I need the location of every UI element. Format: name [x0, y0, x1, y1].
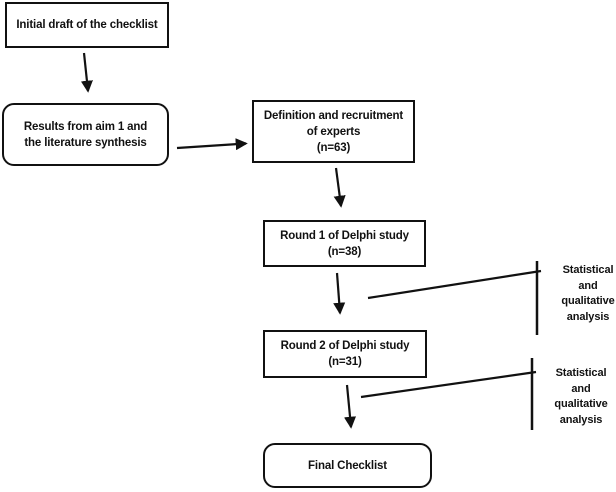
node-initial-draft: Initial draft of the checklist [5, 2, 169, 48]
node-definition-label-line2: of experts [306, 125, 361, 138]
node-round2-label: Round 2 of Delphi study [280, 340, 410, 352]
annotation-analysis-round2: Statistical and qualitative analysis [541, 366, 616, 428]
node-initial-draft-label: Initial draft of the checklist [16, 19, 158, 31]
arrow-results-to-definition [176, 138, 248, 151]
annotation-analysis-2-line4: analysis [559, 413, 603, 426]
analysis1-leader-line [367, 269, 542, 300]
node-results-label-line2: the literature synthesis [24, 136, 147, 149]
annotation-analysis-2-line3: qualitative [554, 398, 608, 410]
arrow-definition-to-round1 [333, 167, 346, 208]
node-round1-label: Round 1 of Delphi study [280, 229, 409, 242]
annotation-analysis-round1: Statistical and qualitative analysis [548, 263, 616, 325]
node-definition-experts: Definition and recruitment of experts (n… [252, 100, 415, 163]
node-results-aim1: Results from aim 1 and the literature sy… [2, 103, 169, 166]
node-round1-delphi: Round 1 of Delphi study (n=38) [263, 220, 426, 267]
arrow-round1-to-round2 [333, 272, 346, 315]
arrow-round2-to-final [344, 384, 357, 429]
node-final-checklist: Final Checklist [263, 443, 432, 488]
node-definition-count: (n=63) [316, 141, 351, 154]
annotation-analysis-2-line1: Statistical [555, 367, 607, 379]
annotation-analysis-1-line1: Statistical [562, 264, 614, 276]
node-round1-count: (n=38) [327, 245, 362, 258]
node-final-label: Final Checklist [308, 459, 387, 472]
annotation-analysis-1-line4: analysis [566, 310, 610, 323]
node-round2-delphi: Round 2 of Delphi study (n=31) [263, 330, 427, 378]
annotation-analysis-1-line2: and [578, 279, 598, 292]
annotation-analysis-1-line3: qualitative [561, 295, 615, 307]
node-round2-count: (n=31) [328, 356, 362, 368]
annotation-analysis-2-line2: and [571, 382, 591, 395]
arrow-initial-to-results [80, 52, 93, 93]
node-results-label-line1: Results from aim 1 and [23, 120, 148, 133]
node-definition-label-line1: Definition and recruitment [263, 109, 404, 122]
